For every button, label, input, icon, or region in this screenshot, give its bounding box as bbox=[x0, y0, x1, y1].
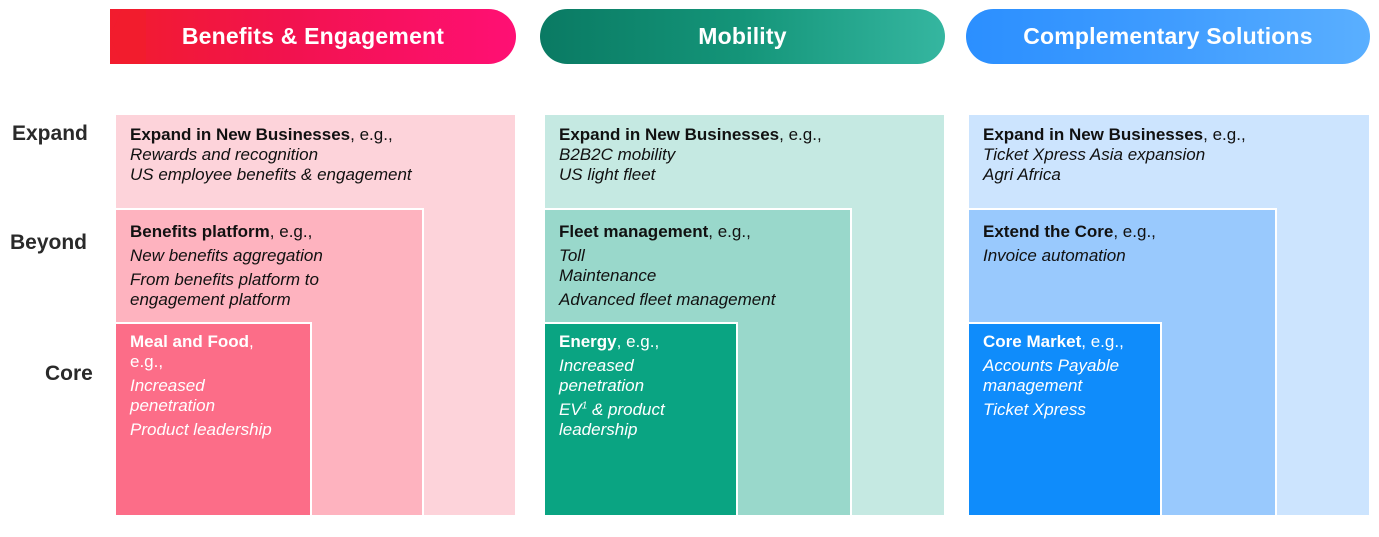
benefits-core-eg2: e.g., bbox=[130, 352, 164, 371]
comp-expand-item: Agri Africa bbox=[983, 165, 1061, 184]
comp-core-item: Accounts Payable management bbox=[983, 356, 1120, 395]
benefits-expand-eg: , e.g., bbox=[350, 125, 393, 144]
benefits-expand-item: Rewards and recognition bbox=[130, 145, 319, 164]
mobility-expand-title: Expand in New Businesses bbox=[559, 125, 780, 144]
mobility-core-item-ev: EV1 & product leadership bbox=[559, 400, 709, 440]
mobility-core-content: Energy, e.g., Increased penetration EV1 … bbox=[559, 332, 734, 440]
mobility-expand-eg: , e.g., bbox=[779, 125, 822, 144]
header-benefits-label: Benefits & Engagement bbox=[181, 23, 445, 49]
comp-beyond-title: Extend the Core bbox=[983, 222, 1114, 241]
benefits-beyond-item: From benefits platform to engagement pla… bbox=[130, 270, 319, 309]
row-label-core: Core bbox=[45, 362, 93, 385]
comp-core-box: Core Market, e.g., Accounts Payable mana… bbox=[967, 322, 1162, 517]
benefits-expand-content: Expand in New Businesses, e.g., Rewards … bbox=[130, 125, 412, 185]
benefits-expand-title: Expand in New Businesses bbox=[130, 125, 351, 144]
header-mobility-label: Mobility bbox=[698, 23, 787, 49]
comp-expand-title: Expand in New Businesses bbox=[983, 125, 1204, 144]
benefits-core-eg: , bbox=[249, 332, 254, 351]
header-complementary-label: Complementary Solutions bbox=[1023, 23, 1313, 49]
comp-core-content: Core Market, e.g., Accounts Payable mana… bbox=[983, 332, 1158, 420]
mobility-beyond-item: Toll bbox=[559, 246, 585, 265]
comp-beyond-eg: , e.g., bbox=[1113, 222, 1156, 241]
benefits-beyond-item: New benefits aggregation bbox=[130, 246, 323, 265]
benefits-core-item: Increased penetration bbox=[130, 376, 216, 415]
comp-expand-item: Ticket Xpress Asia expansion bbox=[983, 145, 1206, 164]
mobility-expand-item: US light fleet bbox=[559, 165, 656, 184]
row-label-beyond: Beyond bbox=[10, 231, 88, 254]
benefits-beyond-eg: , e.g., bbox=[269, 222, 313, 241]
mobility-core-box: Energy, e.g., Increased penetration EV1 … bbox=[543, 322, 738, 517]
mobility-core-footnote-marker: 1 bbox=[581, 400, 588, 412]
mobility-beyond-title: Fleet management bbox=[559, 222, 709, 241]
header-mobility: Mobility bbox=[540, 9, 945, 64]
benefits-core-title: Meal and Food bbox=[130, 332, 249, 351]
comp-core-item: Ticket Xpress bbox=[983, 400, 1086, 419]
mobility-expand-item: B2B2C mobility bbox=[559, 145, 676, 164]
header-complementary-solutions: Complementary Solutions bbox=[966, 9, 1370, 64]
benefits-beyond-title: Benefits platform bbox=[130, 222, 270, 241]
mobility-expand-content: Expand in New Businesses, e.g., B2B2C mo… bbox=[559, 125, 822, 185]
header-benefits-fill bbox=[136, 9, 146, 64]
header-benefits-engagement: Benefits & Engagement bbox=[110, 9, 516, 64]
comp-beyond-content: Extend the Core, e.g., Invoice automatio… bbox=[983, 222, 1156, 266]
mobility-beyond-item: Advanced fleet management bbox=[559, 290, 776, 309]
mobility-core-ev-text: EV bbox=[559, 400, 582, 419]
row-label-expand: Expand bbox=[12, 122, 88, 145]
benefits-core-box: Meal and Food, e.g., Increased penetrati… bbox=[114, 322, 312, 517]
benefits-expand-item: US employee benefits & engagement bbox=[130, 165, 412, 184]
benefits-core-content: Meal and Food, e.g., Increased penetrati… bbox=[130, 332, 305, 440]
mobility-core-item: Increased penetration bbox=[559, 356, 645, 395]
mobility-core-eg: , e.g., bbox=[616, 332, 660, 351]
header-benefits-arrow-tip bbox=[110, 9, 138, 64]
benefits-beyond-content: Benefits platform, e.g., New benefits ag… bbox=[130, 222, 370, 310]
benefits-core-item: Product leadership bbox=[130, 420, 272, 439]
mobility-core-ev-rest: & product leadership bbox=[559, 400, 665, 439]
comp-expand-content: Expand in New Businesses, e.g., Ticket X… bbox=[983, 125, 1246, 185]
comp-beyond-item: Invoice automation bbox=[983, 246, 1126, 265]
comp-expand-eg: , e.g., bbox=[1203, 125, 1246, 144]
mobility-beyond-eg: , e.g., bbox=[708, 222, 751, 241]
comp-core-title: Core Market bbox=[983, 332, 1082, 351]
mobility-core-title: Energy bbox=[559, 332, 617, 351]
comp-core-eg: , e.g., bbox=[1081, 332, 1124, 351]
mobility-beyond-content: Fleet management, e.g., Toll Maintenance… bbox=[559, 222, 775, 310]
mobility-beyond-item: Maintenance bbox=[559, 266, 657, 285]
